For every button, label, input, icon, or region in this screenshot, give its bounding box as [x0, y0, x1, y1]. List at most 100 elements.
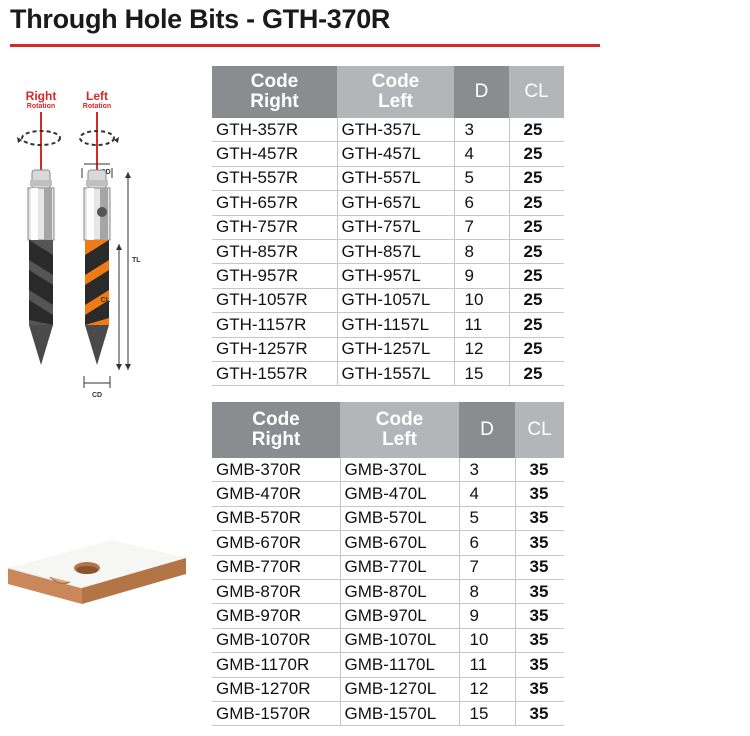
diameter-cell: 7 — [458, 555, 515, 580]
header-code-left-line1: Code — [371, 71, 420, 92]
cutting-length-cell: 25 — [508, 263, 564, 289]
code-right-cell: GTH-957R — [212, 263, 337, 289]
diameter-cell: 10 — [458, 628, 515, 654]
cutting-length-cell: 35 — [514, 506, 564, 532]
header-cl: CL — [509, 66, 564, 118]
code-left-cell: GMB-970L — [339, 603, 459, 629]
code-left-cell: GMB-1270L — [339, 677, 459, 702]
diameter-cell: 5 — [458, 506, 515, 532]
diameter-cell: 3 — [453, 118, 509, 143]
right-rotation-label: Right — [26, 89, 57, 103]
code-right-cell: GTH-457R — [212, 141, 337, 167]
code-left-cell: GTH-1557L — [336, 361, 454, 387]
code-right-cell: GTH-757R — [212, 215, 337, 240]
cutting-length-cell: 25 — [508, 215, 564, 240]
cutting-length-cell: 25 — [508, 118, 564, 143]
right-rotation-bit-icon — [27, 169, 55, 365]
cutting-length-cell: 35 — [514, 628, 564, 654]
header-code-right-line1: Code — [252, 409, 300, 430]
code-left-cell: GTH-657L — [336, 190, 454, 216]
diameter-cell: 10 — [453, 288, 509, 314]
code-left-cell: GTH-1157L — [336, 312, 454, 338]
header-d: D — [454, 66, 509, 118]
left-rotation-arrow-icon — [79, 130, 119, 146]
diameter-cell: 5 — [453, 166, 509, 192]
diameter-cell: 4 — [458, 481, 515, 507]
code-right-cell: GMB-1570R — [212, 701, 340, 727]
header-code-right: Code Right — [212, 402, 340, 458]
cutting-length-cell: 35 — [514, 555, 564, 580]
tl-dimension-label: TL — [132, 257, 141, 264]
code-left-cell: GTH-857L — [336, 239, 454, 265]
diameter-cell: 6 — [453, 190, 509, 216]
header-code-left-line2: Left — [378, 91, 413, 112]
code-left-cell: GTH-1257L — [336, 337, 454, 362]
cutting-length-cell: 35 — [514, 530, 564, 556]
header-code-left-line2: Left — [382, 429, 417, 450]
diameter-cell: 7 — [453, 215, 509, 240]
code-left-cell: GMB-370L — [339, 458, 459, 483]
diameter-cell: 8 — [453, 239, 509, 265]
code-left-cell: GMB-870L — [339, 579, 459, 605]
cutting-length-cell: 25 — [508, 337, 564, 362]
header-code-right-line1: Code — [250, 71, 299, 92]
header-code-left: Code Left — [337, 66, 454, 118]
cutting-length-cell: 35 — [514, 481, 564, 507]
code-right-cell: GMB-670R — [212, 530, 340, 556]
code-right-cell: GMB-1170R — [212, 652, 340, 678]
code-left-cell: GMB-470L — [339, 481, 459, 507]
code-left-cell: GMB-770L — [339, 555, 459, 580]
code-right-cell: GTH-857R — [212, 239, 337, 265]
header-code-left: Code Left — [340, 402, 459, 458]
diameter-cell: 8 — [458, 579, 515, 605]
cutting-length-cell: 25 — [508, 141, 564, 167]
code-right-cell: GMB-770R — [212, 555, 340, 580]
code-left-cell: GTH-757L — [336, 215, 454, 240]
code-right-cell: GTH-657R — [212, 190, 337, 216]
code-right-cell: GMB-970R — [212, 603, 340, 629]
cutting-length-cell: 25 — [508, 239, 564, 265]
cutting-length-cell: 35 — [514, 652, 564, 678]
code-left-cell: GTH-357L — [336, 118, 454, 143]
code-right-cell: GMB-1070R — [212, 628, 340, 654]
cutting-length-cell: 35 — [514, 579, 564, 605]
code-right-cell: GMB-570R — [212, 506, 340, 532]
code-right-cell: GTH-1257R — [212, 337, 337, 362]
code-right-cell: GTH-557R — [212, 166, 337, 192]
diameter-cell: 3 — [458, 458, 515, 483]
header-code-right-line2: Right — [250, 91, 299, 112]
code-left-cell: GTH-957L — [336, 263, 454, 289]
code-left-cell: GMB-1570L — [339, 701, 459, 727]
cutting-length-cell: 25 — [508, 190, 564, 216]
header-code-right-line2: Right — [251, 429, 301, 450]
cd-dimension-label: CD — [92, 392, 102, 399]
diameter-cell: 15 — [458, 701, 515, 727]
code-right-cell: GMB-470R — [212, 481, 340, 507]
diameter-cell: 6 — [458, 530, 515, 556]
cutting-length-cell: 35 — [514, 458, 564, 483]
code-right-cell: GTH-1157R — [212, 312, 337, 338]
left-rotation-bit-icon — [83, 169, 111, 365]
diameter-cell: 4 — [453, 141, 509, 167]
code-left-cell: GTH-1057L — [336, 288, 454, 314]
right-rotation-arrow-icon — [17, 130, 61, 146]
diameter-cell: 12 — [458, 677, 515, 702]
diameter-cell: 11 — [453, 312, 509, 338]
diameter-cell: 9 — [453, 263, 509, 289]
cl-dimension-label: CL — [101, 297, 111, 304]
page-title: Through Hole Bits - GTH-370R — [10, 4, 391, 34]
